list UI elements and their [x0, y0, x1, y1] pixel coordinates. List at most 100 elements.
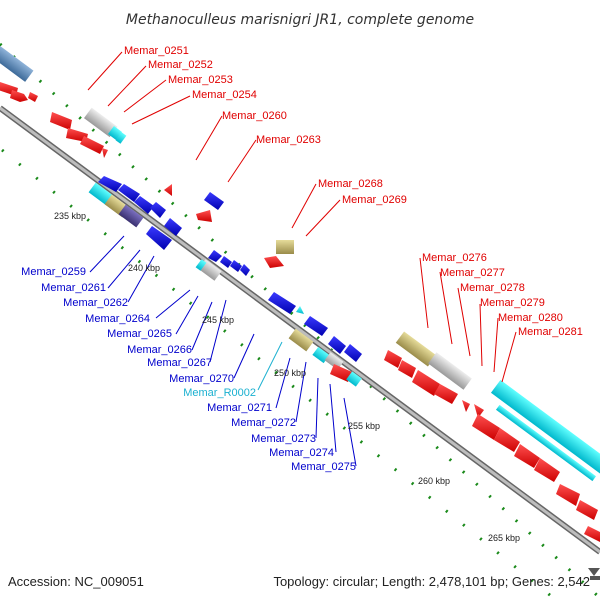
gene-labels-red: Memar_0251 Memar_0252 Memar_0253 Memar_0…	[124, 45, 583, 338]
gene-arrow-reverse	[134, 196, 154, 214]
feature-steel	[0, 43, 34, 82]
gene-arrow-forward	[514, 444, 540, 468]
gene-label: Memar_0265	[107, 328, 172, 340]
gene-arrow-forward	[494, 428, 520, 452]
accession-text: Accession: NC_009051	[8, 574, 144, 589]
feature-gray	[83, 107, 118, 138]
gene-arrow-forward	[474, 404, 484, 418]
gene-label: Memar_R0002	[183, 387, 256, 399]
gene-arrow-reverse	[98, 176, 122, 192]
gene-label: Memar_0279	[480, 297, 545, 309]
rna-feature	[195, 259, 207, 271]
feature-gray	[324, 352, 344, 370]
gene-arrow-forward	[584, 526, 600, 542]
gene-arrow-forward	[10, 90, 28, 102]
kbp-tick-label: 235 kbp	[54, 211, 86, 221]
gene-arrow-forward	[556, 484, 580, 506]
feature-khaki	[395, 331, 437, 367]
rna-feature	[88, 182, 114, 206]
rna-feature	[490, 379, 600, 477]
gene-label: Memar_0272	[231, 417, 296, 429]
gene-arrow-forward	[264, 256, 284, 268]
gene-label: Memar_0275	[291, 461, 356, 473]
gene-arrow-reverse	[220, 256, 232, 268]
gene-labels-blue: Memar_0259 Memar_0261 Memar_0262 Memar_0…	[21, 266, 356, 473]
gene-label: Memar_0280	[498, 312, 563, 324]
gene-arrow-forward	[576, 500, 598, 520]
feature-khaki	[288, 328, 314, 352]
gene-label: Memar_0274	[269, 447, 334, 459]
gene-arrow-forward	[330, 364, 352, 382]
gene-arrow-reverse	[150, 202, 166, 218]
gene-label: Memar_0254	[192, 89, 257, 101]
gene-arrow-reverse	[304, 316, 328, 336]
gene-label: Memar_0261	[41, 282, 106, 294]
gene-arrow-forward	[384, 350, 402, 368]
gene-label: Memar_0273	[251, 433, 316, 445]
gene-label: Memar_0263	[256, 134, 321, 146]
gene-label: Memar_0267	[147, 357, 212, 369]
gene-label: Memar_0262	[63, 297, 128, 309]
gene-arrow-forward	[196, 210, 212, 222]
gene-arrow-reverse	[146, 226, 172, 250]
gene-arrow-reverse	[296, 306, 304, 314]
feature-purple	[118, 204, 144, 228]
gene-label: Memar_0253	[168, 74, 233, 86]
gene-label: Memar_0276	[422, 252, 487, 264]
gene-arrow-forward	[164, 184, 172, 196]
gene-arrow-reverse	[164, 218, 182, 236]
gene-arrow-reverse	[118, 184, 140, 202]
feature-khaki	[276, 240, 294, 254]
leader-lines	[87, 51, 517, 467]
gene-label: Memar_0260	[222, 110, 287, 122]
gene-label: Memar_0269	[342, 194, 407, 206]
gene-arrow-forward	[66, 128, 88, 142]
gene-arrow-reverse	[208, 250, 222, 262]
gene-label: Memar_0278	[460, 282, 525, 294]
gene-arrow-reverse	[328, 336, 346, 354]
kbp-tick-label: 250 kbp	[274, 368, 306, 378]
gene-arrow-forward	[28, 92, 38, 102]
scroll-down-icon[interactable]	[588, 568, 600, 580]
topology-text: Topology: circular; Length: 2,478,101 bp…	[273, 574, 590, 589]
gene-arrow-reverse	[204, 192, 224, 210]
kbp-tick-label: 255 kbp	[348, 421, 380, 431]
rna-feature	[346, 371, 362, 387]
gene-arrow-forward	[80, 136, 104, 154]
gene-arrow-forward	[412, 370, 440, 396]
gene-label: Memar_0252	[148, 59, 213, 71]
gene-arrow-reverse	[240, 264, 250, 276]
gene-label: Memar_0268	[318, 178, 383, 190]
gene-arrow-forward	[472, 414, 500, 440]
feature-track	[0, 43, 600, 542]
gene-label: Memar_0270	[169, 373, 234, 385]
genome-backbone	[0, 105, 600, 555]
gene-arrow-forward	[398, 360, 416, 378]
map-title: Methanoculleus marisnigri JR1, complete …	[126, 12, 474, 28]
gene-label: Memar_0251	[124, 45, 189, 57]
rna-feature	[312, 346, 330, 364]
gene-label: Memar_0264	[85, 313, 150, 325]
kbp-tick-label: 245 kbp	[202, 315, 234, 325]
kbp-tick-label: 265 kbp	[488, 533, 520, 543]
gene-arrow-forward	[462, 400, 470, 412]
gene-arrow-reverse	[344, 344, 362, 362]
kbp-tick-label: 240 kbp	[128, 263, 160, 273]
gene-arrow-forward	[50, 112, 72, 130]
gene-label: Memar_0259	[21, 266, 86, 278]
rna-feature	[495, 404, 597, 482]
kbp-ticks: 235 kbp 240 kbp 245 kbp 250 kbp 255 kbp …	[54, 211, 520, 543]
gene-arrow-reverse	[268, 292, 296, 314]
rna-feature	[115, 132, 127, 144]
kbp-tick-label: 260 kbp	[418, 476, 450, 486]
feature-gray	[428, 352, 472, 390]
gene-label: Memar_0266	[127, 344, 192, 356]
gene-arrow-forward	[434, 384, 458, 404]
gene-label: Memar_0271	[207, 402, 272, 414]
gene-label: Memar_0277	[440, 267, 505, 279]
gene-arrow-reverse	[230, 260, 242, 272]
gene-label: Memar_0281	[518, 326, 583, 338]
gc-track-inner	[1, 148, 557, 600]
gene-arrow-forward	[102, 148, 108, 158]
